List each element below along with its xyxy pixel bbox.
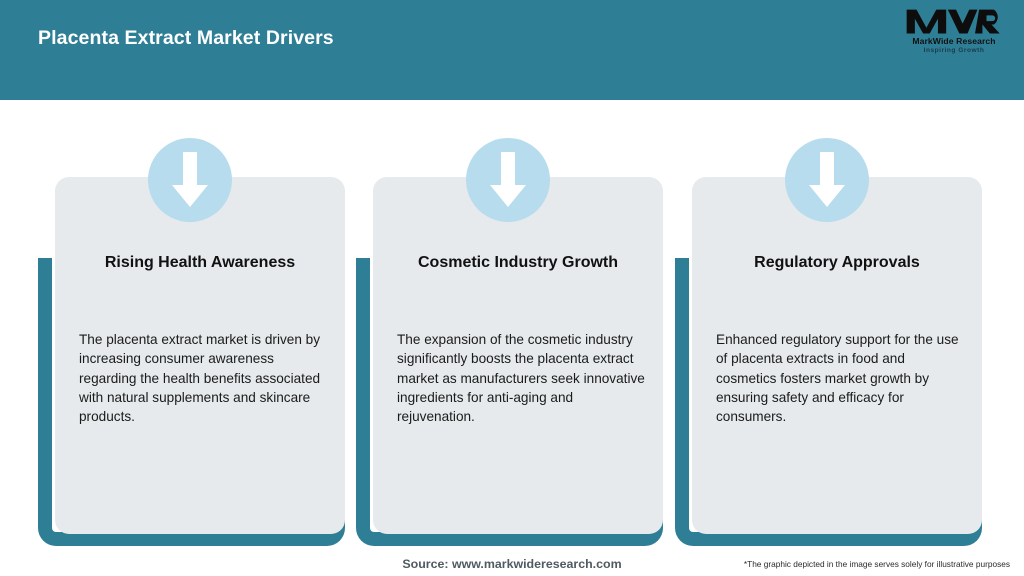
- card-title: Regulatory Approvals: [754, 254, 920, 271]
- page-title: Placenta Extract Market Drivers: [38, 27, 334, 49]
- driver-card: Rising Health Awareness The placenta ext…: [38, 138, 356, 548]
- card-title: Cosmetic Industry Growth: [417, 254, 619, 271]
- card-title: Rising Health Awareness: [104, 254, 296, 271]
- card-description: The placenta extract market is driven by…: [79, 332, 321, 425]
- disclaimer-note: *The graphic depicted in the image serve…: [743, 559, 1010, 569]
- logo-tagline: Inspiring Growth: [923, 47, 985, 54]
- driver-card: Cosmetic Industry Growth The expansion o…: [356, 138, 674, 548]
- card-panel: [55, 177, 345, 534]
- logo-company-name: MarkWide Research: [912, 36, 996, 46]
- card-description: Enhanced regulatory support for the use …: [716, 332, 959, 425]
- driver-card: Regulatory Approvals Enhanced regulatory…: [675, 138, 993, 548]
- arrow-down-icon: [148, 138, 232, 222]
- card-description: The expansion of the cosmetic industry s…: [397, 332, 645, 425]
- arrow-down-icon: [466, 138, 550, 222]
- header-bar: Placenta Extract Market Drivers MarkWide…: [0, 0, 1024, 100]
- brand-logo: MarkWide Research Inspiring Growth: [902, 8, 1006, 60]
- mwr-logo-icon: [906, 9, 1000, 34]
- card-panel: [373, 177, 663, 534]
- arrow-down-icon: [785, 138, 869, 222]
- card-panel: [692, 177, 982, 534]
- source-label: Source: www.markwideresearch.com: [402, 557, 622, 571]
